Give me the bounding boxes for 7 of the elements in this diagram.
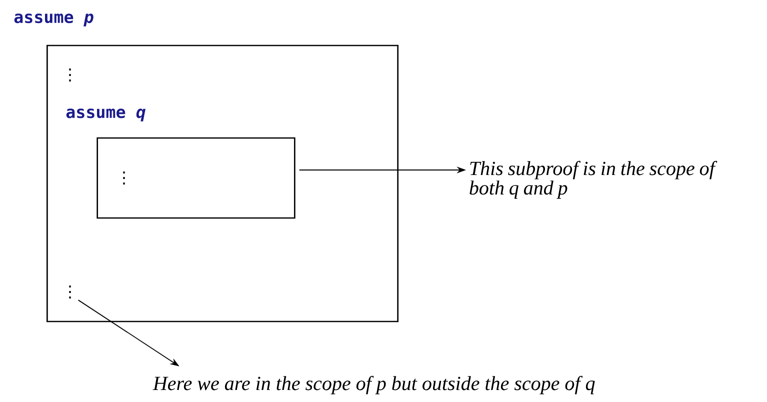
assume-line: assume p xyxy=(14,14,94,26)
assume-line: assume q xyxy=(66,108,146,122)
ellipsis: ⋮ xyxy=(123,172,125,184)
callout-text: This subproof is in the scope of both q and p xyxy=(470,160,718,199)
callout-text: Here we are in the scope of p but outside the scope of q xyxy=(152,376,595,394)
ellipsis: ⋮ xyxy=(69,68,71,82)
ellipsis: ⋮ xyxy=(69,286,71,298)
